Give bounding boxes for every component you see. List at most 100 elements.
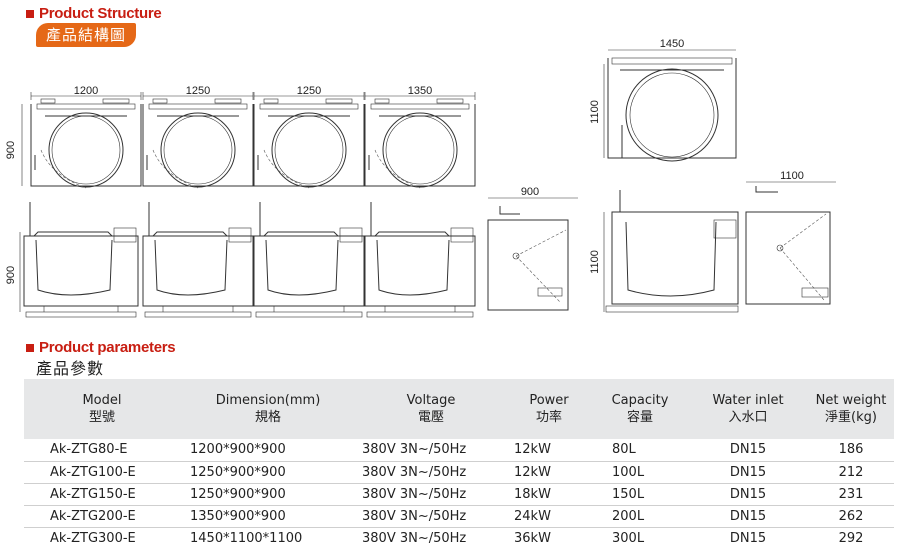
top-rim bbox=[148, 103, 248, 110]
front-body bbox=[142, 235, 254, 307]
kettle-inner-circle bbox=[163, 115, 233, 185]
cell-net-weight: 212 bbox=[808, 461, 894, 484]
front-footer bbox=[255, 311, 363, 318]
label-box bbox=[436, 98, 464, 104]
cell-dimension: 1250*900*900 bbox=[180, 483, 356, 506]
large-side-tilt-lines bbox=[779, 213, 827, 301]
large-front-bowl bbox=[625, 221, 717, 297]
cell-power: 24kW bbox=[506, 505, 592, 528]
top-rim bbox=[36, 103, 136, 110]
product-structure-subtitle: 產品結構圖 bbox=[36, 23, 137, 47]
cell-dimension: 1200*900*900 bbox=[180, 439, 356, 462]
cell-model: Ak-ZTG80-E bbox=[24, 439, 180, 462]
front-bowl bbox=[376, 239, 450, 296]
cell-model: Ak-ZTG200-E bbox=[24, 505, 180, 528]
cell-water-inlet: DN15 bbox=[688, 439, 808, 462]
tilt-arc bbox=[263, 149, 310, 189]
dimension-label: 900 bbox=[5, 141, 17, 159]
large-front-body bbox=[611, 211, 739, 305]
front-lid bbox=[33, 231, 113, 237]
large-unit-drawings bbox=[605, 49, 836, 313]
header-dimension: Dimension(mm)規格 bbox=[215, 393, 321, 425]
large-side-body bbox=[745, 211, 831, 305]
product-structure-heading: Product Structure bbox=[26, 5, 162, 22]
cell-water-inlet: DN15 bbox=[729, 530, 767, 546]
cell-voltage: 380V 3N~/50Hz bbox=[356, 483, 506, 506]
red-square-icon bbox=[26, 343, 34, 352]
product-parameters-title: Product parameters bbox=[39, 339, 176, 356]
pivot-circle bbox=[512, 252, 520, 260]
side-tilt-lines bbox=[515, 229, 567, 303]
front-bowl bbox=[35, 239, 113, 296]
cell-model: Ak-ZTG300-E bbox=[50, 530, 136, 546]
cell-power: 12kW bbox=[506, 461, 592, 484]
cell-voltage: 380V 3N~/50Hz bbox=[356, 505, 506, 528]
dimension-label: 1200 bbox=[74, 85, 98, 97]
front-bowl bbox=[154, 239, 228, 296]
label-box bbox=[325, 98, 353, 104]
control-box bbox=[339, 227, 363, 243]
cell-model: Ak-ZTG150-E bbox=[24, 483, 180, 506]
large-front-footer bbox=[605, 305, 739, 313]
cell-net-weight: 262 bbox=[808, 505, 894, 528]
front-body bbox=[253, 235, 365, 307]
top-rim bbox=[370, 103, 470, 110]
red-square-icon bbox=[26, 9, 34, 18]
side-body bbox=[487, 219, 569, 311]
front-body bbox=[364, 235, 476, 307]
kettle-circle bbox=[160, 112, 236, 188]
dimension-label: 1250 bbox=[186, 85, 210, 97]
cell-model: Ak-ZTG100-E bbox=[24, 461, 180, 484]
front-body bbox=[23, 235, 139, 307]
cell-dimension: 1450*1100*1100 bbox=[190, 530, 303, 546]
product-structure-title: Product Structure bbox=[39, 5, 162, 22]
side-faucet bbox=[499, 206, 520, 215]
control-box bbox=[228, 227, 252, 243]
large-top-body bbox=[607, 58, 737, 159]
dimension-label: 1100 bbox=[589, 250, 601, 274]
cell-voltage: 380V 3N~/50Hz bbox=[356, 461, 506, 484]
cell-power: 18kW bbox=[506, 483, 592, 506]
front-footer bbox=[25, 311, 137, 318]
front-bowl bbox=[265, 239, 339, 296]
cell-water-inlet: DN15 bbox=[688, 505, 808, 528]
front-lid bbox=[374, 231, 450, 237]
tilt-arc bbox=[40, 149, 87, 189]
cell-power: 36kW bbox=[514, 530, 551, 546]
table-row: Ak-ZTG300-E 1450*1100*1100 380V 3N~/50Hz… bbox=[24, 527, 894, 549]
label-box bbox=[40, 98, 56, 104]
dimension-label: 900 bbox=[521, 186, 539, 198]
table-row: Ak-ZTG100-E 1250*900*900 380V 3N~/50Hz 1… bbox=[24, 461, 894, 484]
dimension-label: 1350 bbox=[408, 85, 432, 97]
front-lid bbox=[152, 231, 228, 237]
dimension-label: 1100 bbox=[780, 170, 804, 182]
cell-voltage: 380V 3N~/50Hz bbox=[356, 439, 506, 462]
product-parameters-subtitle: 產品參數 bbox=[36, 359, 105, 378]
top-body-outline bbox=[30, 104, 142, 187]
cell-dimension: 1350*900*900 bbox=[180, 505, 356, 528]
cell-capacity: 100L bbox=[592, 461, 688, 484]
cell-power: 12kW bbox=[506, 439, 592, 462]
tilt-arc bbox=[152, 149, 199, 189]
cell-net-weight: 186 bbox=[808, 439, 894, 462]
cell-water-inlet: DN15 bbox=[688, 461, 808, 484]
front-lid bbox=[263, 231, 339, 237]
table-row: Ak-ZTG200-E 1350*900*900 380V 3N~/50Hz 2… bbox=[24, 505, 894, 528]
large-kettle-circle bbox=[625, 68, 719, 162]
label-box bbox=[102, 98, 130, 104]
dimension-label: 1100 bbox=[589, 100, 601, 124]
dimension-label: 1250 bbox=[297, 85, 321, 97]
large-top-rim bbox=[611, 57, 733, 65]
top-body-outline bbox=[142, 104, 254, 187]
table-row: Ak-ZTG80-E 1200*900*900 380V 3N~/50Hz 12… bbox=[24, 439, 894, 462]
kettle-inner-circle bbox=[385, 115, 455, 185]
cell-dimension: 1250*900*900 bbox=[180, 461, 356, 484]
tilt-arc bbox=[374, 149, 421, 189]
